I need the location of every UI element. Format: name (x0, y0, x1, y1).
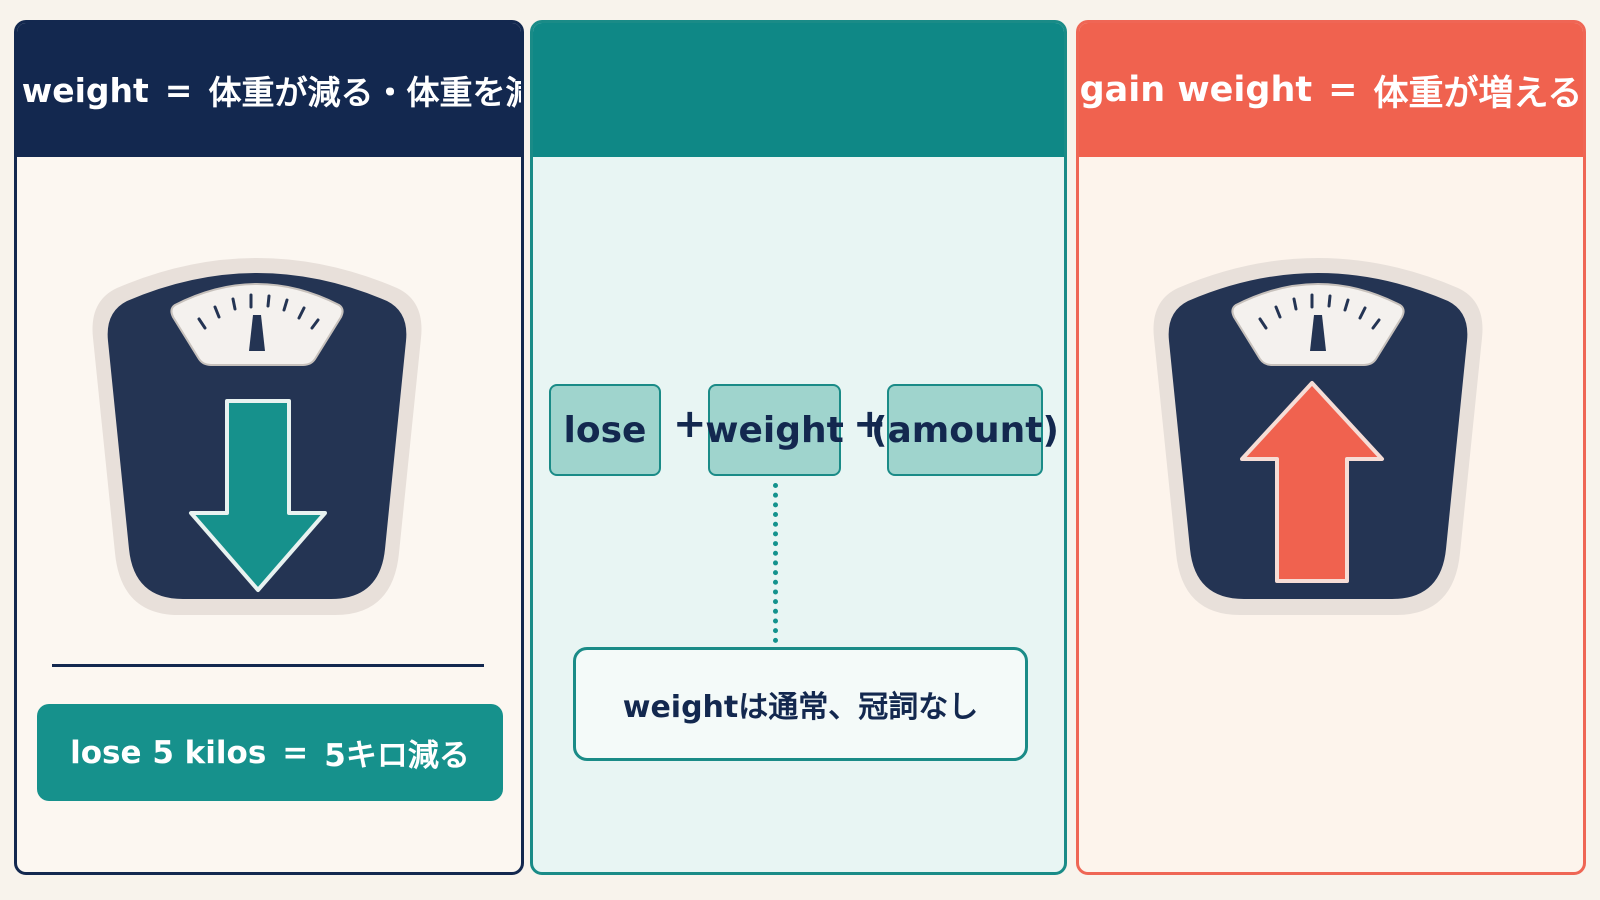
bathroom-scale-icon (1153, 258, 1483, 615)
lose-weight-title-ja: 体重が減る・体重を減らす (208, 73, 521, 112)
lose-kilos-example: lose 5 kilos = 5キロ減る (37, 704, 503, 801)
lose-weight-panel: lose weight = 体重が減る・体重を減らす lose 5 kilos … (14, 20, 524, 875)
gain-weight-title-equals: = (1328, 70, 1358, 110)
pattern-header (533, 23, 1064, 157)
lose-weight-title-equals: = (164, 70, 193, 110)
token-amount: (amount) (871, 384, 1059, 476)
lose-weight-title-en: lose weight (17, 70, 149, 110)
dotted-connector (773, 483, 778, 643)
plus-operator-1: + (673, 401, 707, 447)
pattern-panel: lose + weight + (amount) weightは通常、冠詞なし (530, 20, 1067, 875)
divider-line (52, 664, 484, 667)
gain-weight-header: gain weight = 体重が増える (1079, 23, 1583, 157)
article-note: weightは通常、冠詞なし (573, 647, 1028, 761)
example-en: lose 5 kilos (70, 734, 267, 771)
gain-weight-title-en: gain weight (1079, 70, 1313, 110)
gain-weight-title-ja: 体重が増える (1373, 73, 1583, 114)
example-ja: 5キロ減る (324, 738, 470, 774)
token-lose: lose (549, 384, 661, 476)
gain-weight-panel: gain weight = 体重が増える (1076, 20, 1586, 875)
bathroom-scale-icon (92, 258, 422, 615)
plus-operator-2: + (853, 401, 887, 447)
token-weight: weight (705, 384, 844, 476)
lose-weight-header: lose weight = 体重が減る・体重を減らす (17, 23, 521, 157)
example-equals: = (282, 734, 309, 771)
